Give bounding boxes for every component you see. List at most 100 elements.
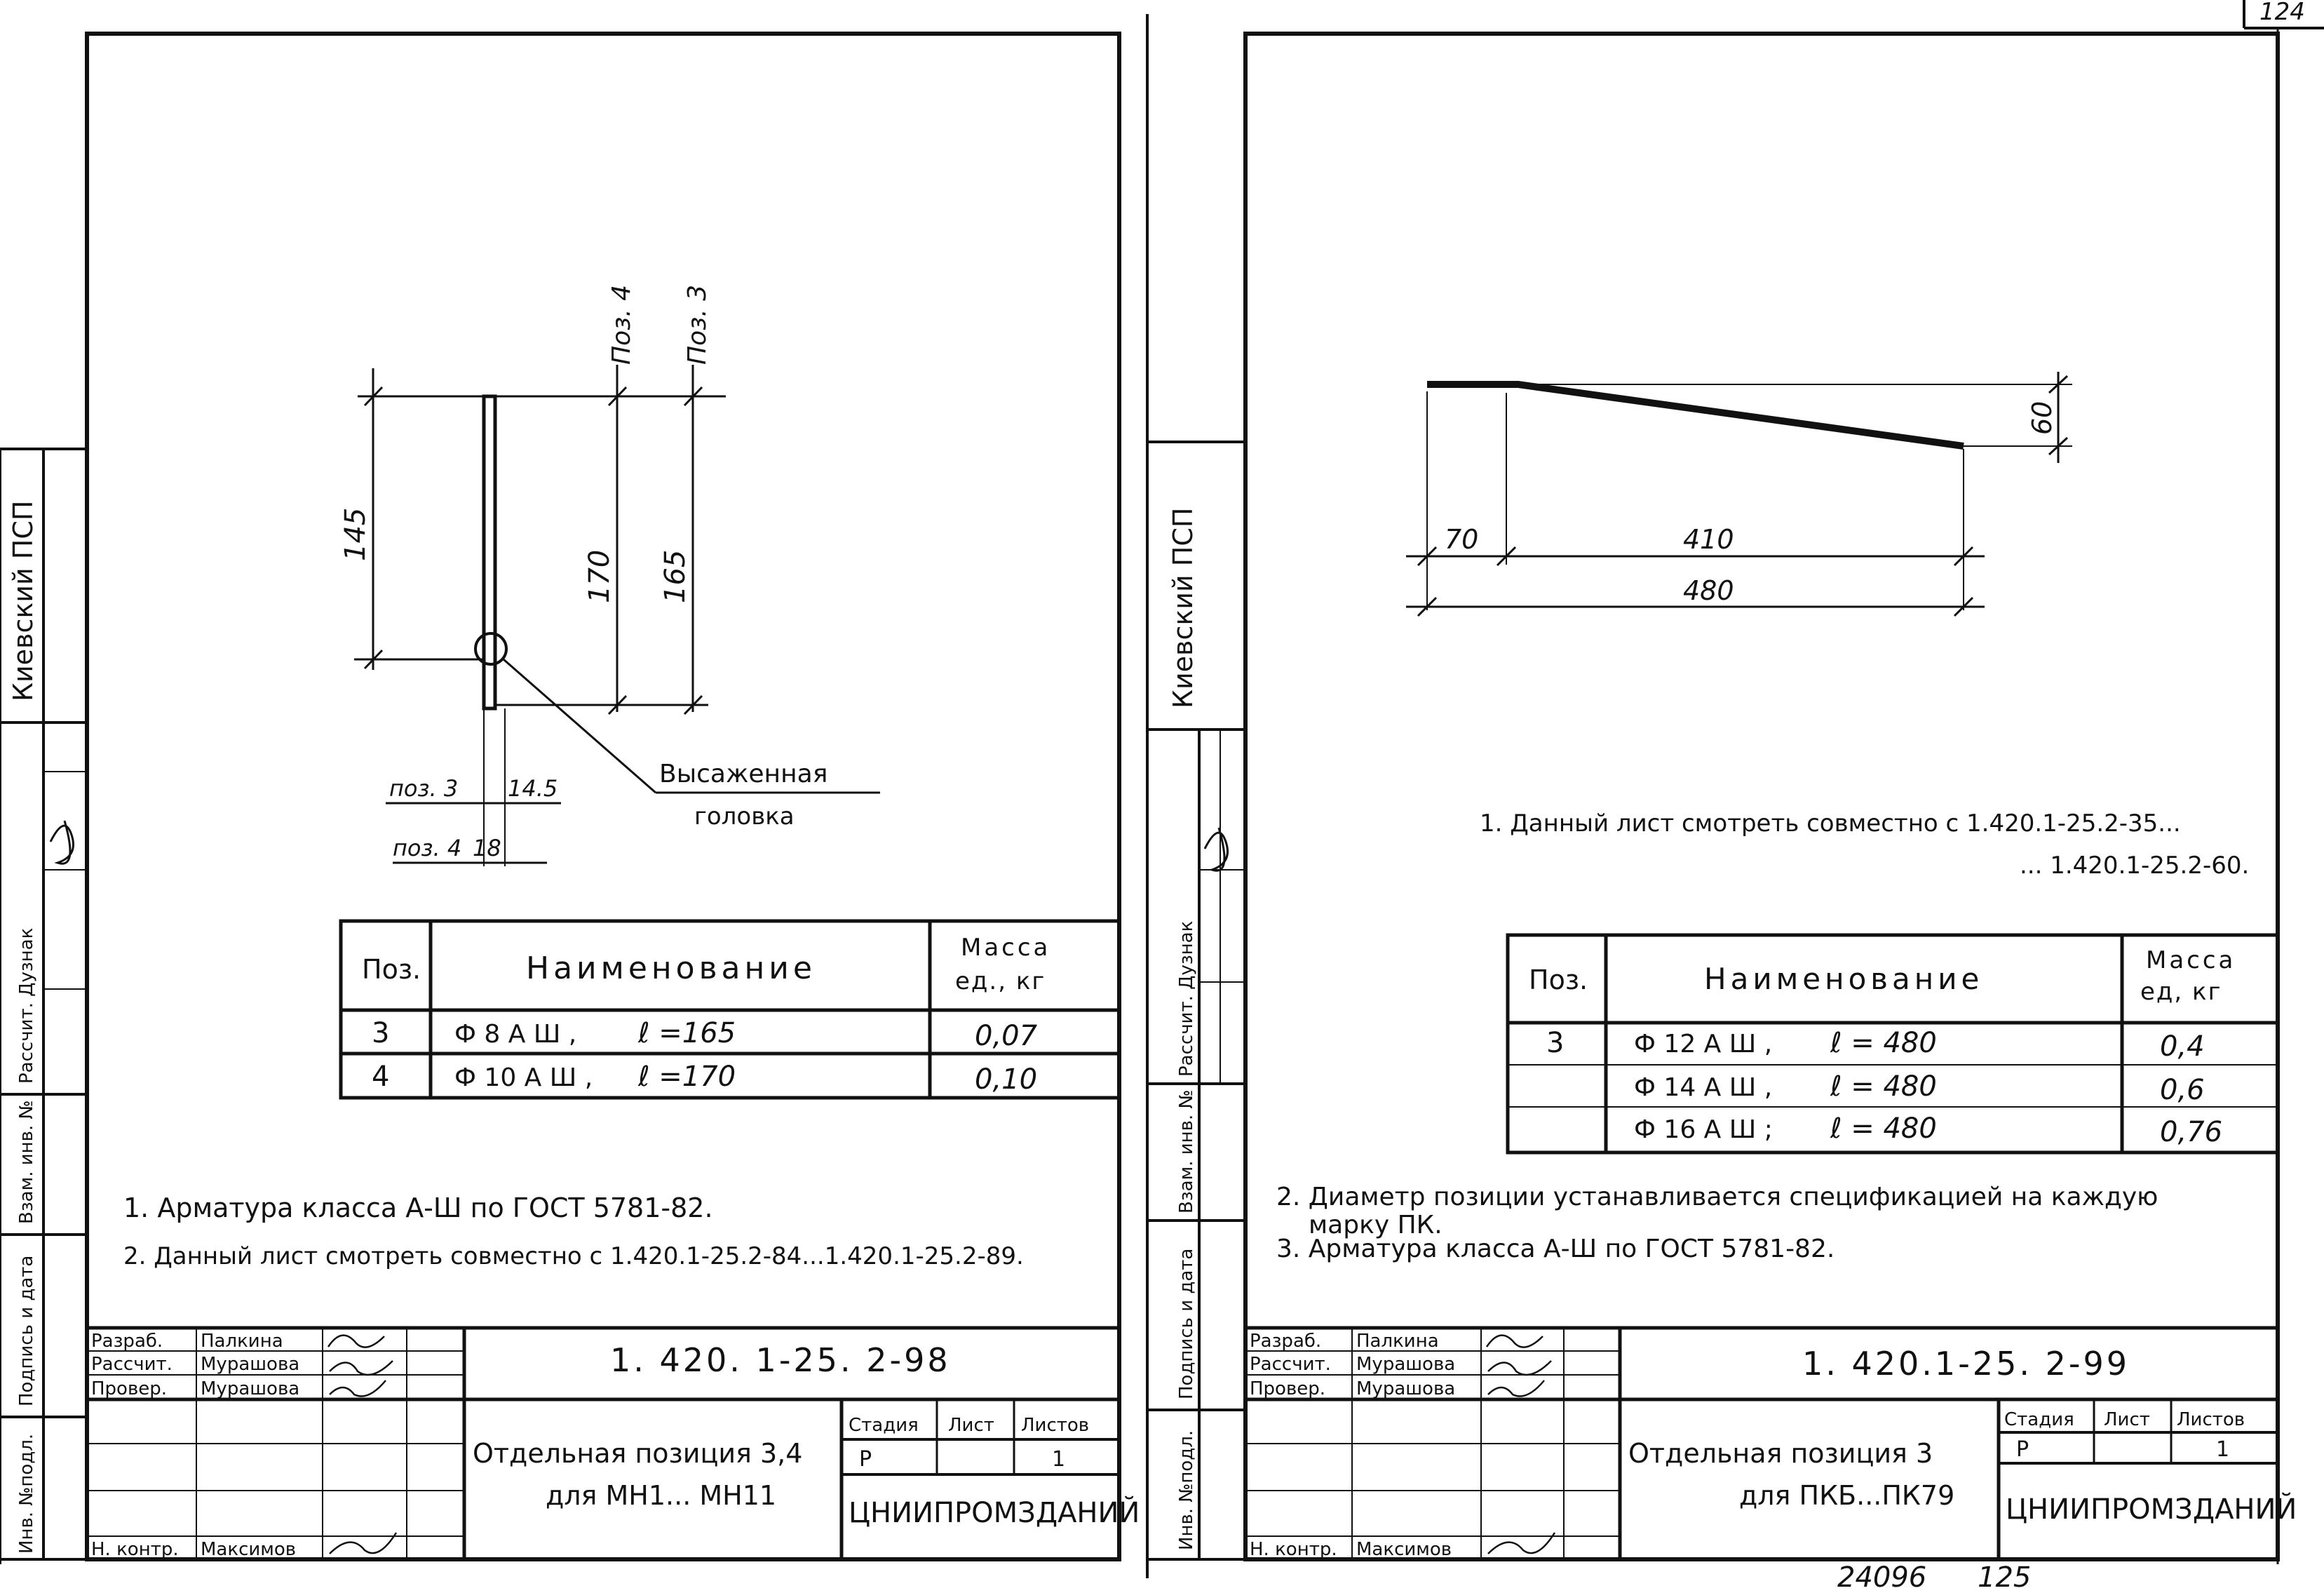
right-stage-h: Стадия [2004, 1409, 2074, 1430]
side-signature [49, 820, 74, 865]
row2-pos: 4 [372, 1061, 389, 1093]
rth-pos: Поз. [1529, 964, 1588, 995]
left-title-block: Разраб. Рассчит. Провер. Н. контр. Палки… [87, 1326, 1140, 1560]
rrow3-len: ℓ = 480 [1830, 1113, 1937, 1145]
right-sheet-h: Лист [2104, 1409, 2150, 1430]
head-label-2: головка [694, 802, 795, 831]
right-org: ЦНИИПРОМЗДАНИЙ [2006, 1492, 2297, 1526]
role-3: Провер. [91, 1378, 167, 1399]
rrow1-len: ℓ = 480 [1830, 1027, 1937, 1059]
rname-1: Палкина [1356, 1331, 1439, 1352]
pos3-small: поз. 3 [389, 775, 458, 802]
rth-mass-1: Масса [2146, 946, 2236, 974]
rrole-4: Н. контр. [1250, 1539, 1337, 1560]
left-stage-h: Стадия [849, 1415, 919, 1436]
rrow3-name: Ф 16 А Ш ; [1634, 1115, 1773, 1144]
pos3-label: Поз. 3 [683, 285, 712, 365]
left-drawing: 145 170 165 Поз. 4 Поз. 3 Высаженная гол… [339, 285, 880, 866]
side-col-2: Подпись и дата [16, 1256, 37, 1406]
right-sheets-h: Листов [2177, 1409, 2245, 1430]
row2-mass: 0,10 [975, 1063, 1037, 1096]
rname-2: Мурашова [1356, 1354, 1455, 1375]
left-note-1: 1. Арматура класса А-Ш по ГОСТ 5781-82. [123, 1192, 713, 1223]
right-title-2: для ПКБ...ПК79 [1739, 1480, 1954, 1511]
rebar-bar [482, 394, 497, 711]
role-2: Рассчит. [91, 1354, 173, 1375]
left-sheet-h: Лист [948, 1415, 994, 1436]
right-side-label: Киевский ПСП [1168, 508, 1198, 708]
rrow1-name: Ф 12 А Ш , [1634, 1030, 1772, 1058]
rrow2-mass: 0,6 [2160, 1074, 2205, 1106]
left-sheet: Киевский ПСП Инв. №подл. Подпись и дата … [0, 32, 1140, 1564]
rrow1-mass: 0,4 [2160, 1030, 2205, 1063]
th-pos: Поз. [362, 954, 421, 985]
side-col-3: Взам. инв. № [16, 1100, 37, 1224]
left-sheets-h: Листов [1021, 1415, 1089, 1436]
right-note-2b: марку ПК. [1309, 1211, 1443, 1239]
rname-4: Максимов [1356, 1539, 1452, 1560]
right-frame [1243, 32, 2280, 1561]
head-label-1: Высаженная [659, 760, 827, 788]
side-label: Киевский ПСП [8, 501, 39, 701]
name-2: Мурашова [201, 1354, 299, 1375]
right-title-1: Отдельная позиция 3 [1628, 1438, 1933, 1469]
th-mass-1: Масса [961, 934, 1050, 962]
dim-170: 170 [583, 550, 616, 603]
th-mass-2: ед., кг [955, 967, 1046, 995]
name-4: Максимов [201, 1539, 296, 1560]
left-side-strip: Киевский ПСП Инв. №подл. Подпись и дата … [0, 448, 87, 1564]
dim-60: 60 [2027, 401, 2058, 435]
right-note-2: 2. Диаметр позиции устанавливается специ… [1276, 1183, 2158, 1211]
rrow3-mass: 0,76 [2160, 1116, 2222, 1148]
dim-410: 410 [1683, 524, 1734, 555]
right-signatures [1485, 1334, 1556, 1554]
rth-name: Наименование [1704, 962, 1983, 996]
right-drawing: 60 70 410 480 [1406, 372, 2072, 617]
right-title-block: Разраб. Рассчит. Провер. Н. контр. Палки… [1245, 1326, 2297, 1560]
right-note-3: 3. Арматура класса А-Ш по ГОСТ 5781-82. [1276, 1235, 1835, 1263]
right-side-strip: Киевский ПСП Инв. №подл. Подпись и дата … [1147, 441, 1245, 1561]
side-col-4: Рассчит. Дузнак [16, 928, 37, 1084]
left-sheets: 1 [1052, 1447, 1065, 1472]
left-title-1: Отдельная позиция 3,4 [473, 1438, 802, 1469]
footer-number-a: 24096 [1837, 1561, 1926, 1593]
pos4-label: Поз. 4 [607, 285, 636, 365]
right-side-signature [1203, 827, 1229, 872]
row2-name: Ф 10 А Ш , [454, 1063, 593, 1092]
side-col-1: Инв. №подл. [16, 1434, 37, 1554]
row1-name: Ф 8 А Ш , [454, 1020, 576, 1049]
rrole-2: Рассчит. [1250, 1354, 1331, 1375]
role-1: Разраб. [91, 1331, 163, 1352]
right-side-col-3: Взам. инв. № [1176, 1089, 1197, 1214]
role-4: Н. контр. [91, 1539, 179, 1560]
left-spec-table: Поз. Наименование Масса ед., кг 3 Ф 8 А … [339, 919, 1121, 1100]
pos4-dia: 18 [473, 835, 501, 861]
left-title-2: для МН1... МН11 [546, 1480, 776, 1511]
right-stage: Р [2016, 1437, 2029, 1462]
right-side-col-4: Рассчит. Дузнак [1176, 921, 1197, 1077]
th-name: Наименование [526, 950, 816, 986]
pos3-dia: 14.5 [508, 775, 558, 802]
row1-pos: 3 [372, 1017, 389, 1049]
rth-mass-2: ед, кг [2140, 978, 2222, 1006]
left-frame [85, 32, 1121, 1561]
left-doc-code: 1. 420. 1-25. 2-98 [610, 1341, 951, 1379]
rrole-3: Провер. [1250, 1378, 1325, 1399]
left-org: ЦНИИПРОМЗДАНИЙ [849, 1495, 1140, 1529]
rrow2-len: ℓ = 480 [1830, 1070, 1937, 1103]
dim-480: 480 [1683, 575, 1734, 606]
name-3: Мурашова [201, 1378, 299, 1399]
left-stage: Р [859, 1447, 872, 1472]
rebar-head-circle [474, 632, 508, 666]
rrole-1: Разраб. [1250, 1331, 1321, 1352]
dim-70: 70 [1445, 524, 1478, 555]
dim-165: 165 [659, 550, 691, 603]
name-1: Палкина [201, 1331, 283, 1352]
dim-145: 145 [339, 508, 372, 561]
right-sheet: Киевский ПСП Инв. №подл. Подпись и дата … [1147, 32, 2297, 1561]
right-doc-code: 1. 420.1-25. 2-99 [1802, 1345, 2130, 1383]
row2-len: ℓ =170 [637, 1061, 736, 1093]
right-sheets: 1 [2216, 1437, 2229, 1462]
left-note-2: 2. Данный лист смотреть совместно с 1.42… [123, 1242, 1024, 1270]
